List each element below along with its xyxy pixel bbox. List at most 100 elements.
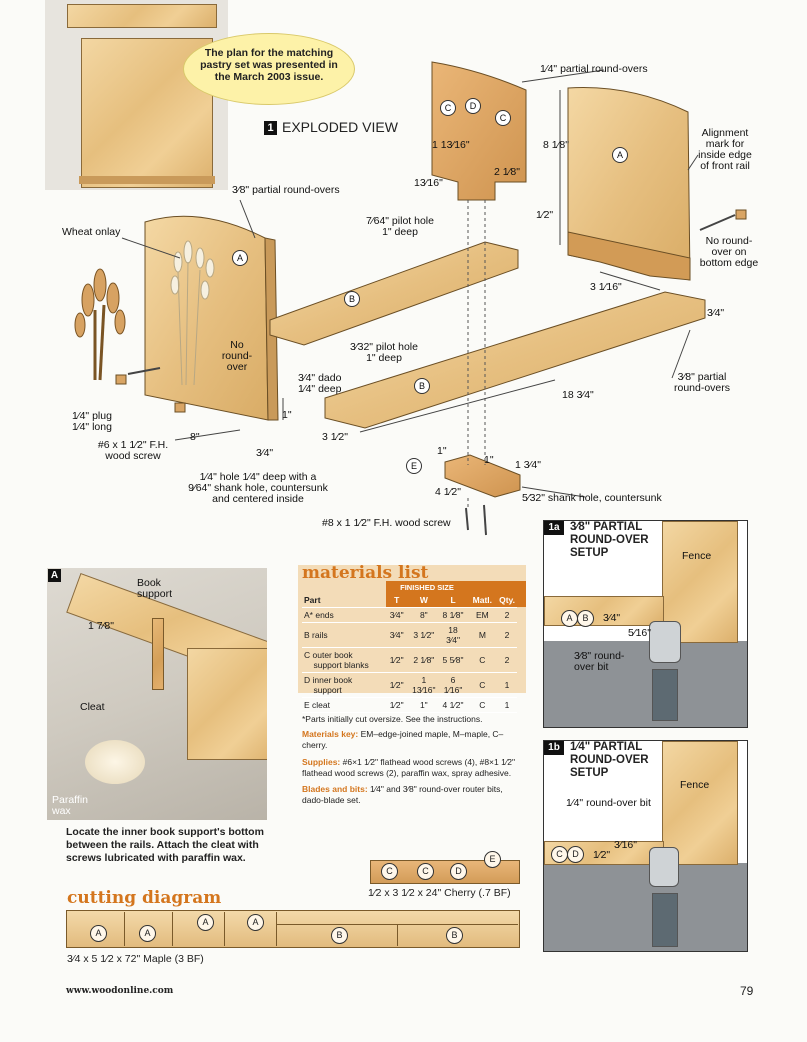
setup-1a-fence-label: Fence <box>682 550 712 562</box>
plug-1 <box>115 374 127 385</box>
screw-cleat-1 <box>465 507 469 531</box>
dim-8-1-8: 8 1⁄8" <box>543 139 569 151</box>
dim-3-1-2: 3 1⁄2" <box>322 431 348 443</box>
dim-3-4-rail: 3⁄4" <box>707 307 725 319</box>
col-matl: Matl. <box>467 593 498 608</box>
cutting-sep-1 <box>124 912 125 946</box>
screw-cleat-2 <box>483 504 487 536</box>
col-qty: Qty. <box>497 593 517 608</box>
label-partial-roundovers-top: 3⁄8" partial round-overs <box>232 184 340 196</box>
cutting-sep-3 <box>224 912 225 946</box>
setup-1a-collet <box>652 669 678 721</box>
setup-1b-title: 1⁄4" PARTIAL ROUND-OVER SETUP <box>570 741 649 779</box>
wheat-motif <box>170 240 215 386</box>
assembly-photo <box>47 568 267 820</box>
setup-1a-dim-3-4: 3⁄4" <box>603 612 621 624</box>
photo-paraffin-label: Paraffin wax <box>52 794 88 817</box>
setup-1b-bit <box>649 847 679 887</box>
part-a-right: A <box>612 147 628 163</box>
dim-8: 8" <box>190 431 200 443</box>
setup-1b-bit-label: 1⁄4" round-over bit <box>566 797 651 809</box>
label-pilot-hole-764: 7⁄64" pilot hole 1" deep <box>366 215 434 238</box>
part-c-1: C <box>440 100 456 116</box>
setup-1a-dim-5-16: 5⁄16" <box>628 627 651 639</box>
materials-supplies-label: Supplies: <box>302 757 341 767</box>
photo-end <box>187 648 267 760</box>
label-wheat-onlay: Wheat onlay <box>62 226 121 238</box>
setup-1a-bit-label: 3⁄8" round- over bit <box>574 650 625 673</box>
photo-book-support <box>152 618 164 690</box>
label-quarter-roundovers: 1⁄4" partial round-overs <box>540 63 648 75</box>
col-part: Part <box>302 593 385 608</box>
label-partial-roundovers-right: 3⁄8" partial round-overs <box>673 371 731 394</box>
label-screw-6: #6 x 1 1⁄2" F.H. wood screw <box>97 439 169 462</box>
materials-supplies-text: #6×1 1⁄2" flathead wood screws (4), #8×1… <box>302 757 515 778</box>
cherry-c-1: C <box>381 863 398 880</box>
pastry-note-bubble <box>183 33 355 105</box>
part-d: D <box>465 98 481 114</box>
label-screw-8: #8 x 1 1⁄2" F.H. wood screw <box>322 517 451 529</box>
footer-url[interactable]: www.woodonline.com <box>66 986 174 996</box>
cutting-sep-5 <box>397 924 398 946</box>
label-pilot-hole-332: 3⁄32" pilot hole 1" deep <box>350 341 418 364</box>
setup-1a-tag: 1a <box>544 521 564 535</box>
label-hole-note: 1⁄4" hole 1⁄4" deep with a 9⁄64" shank h… <box>188 471 328 505</box>
setup-1a-b: B <box>577 610 594 627</box>
dim-1-13-16: 1 13⁄16" <box>432 139 470 151</box>
dim-1-2: 1⁄2" <box>536 209 554 221</box>
cutting-title: cutting diagram <box>67 888 222 908</box>
left-end-a <box>144 215 269 421</box>
dim-1-3-4: 1 3⁄4" <box>515 459 541 471</box>
label-plug: 1⁄4" plug 1⁄4" long <box>72 410 112 433</box>
col-t: T <box>384 593 410 608</box>
materials-supplies: Supplies: #6×1 1⁄2" flathead wood screws… <box>302 757 522 779</box>
label-shank-hole: 5⁄32" shank hole, countersunk <box>522 492 662 504</box>
photo-paraffin-wax <box>85 740 145 784</box>
col-l: L <box>438 593 468 608</box>
setup-1b-d: D <box>567 846 584 863</box>
screw-left <box>127 367 161 375</box>
cutting-board <box>66 910 520 948</box>
materials-key: Materials key: EM–edge-joined maple, M–m… <box>302 729 522 751</box>
dim-1-end: 1" <box>282 409 292 421</box>
label-alignment-mark: Alignment mark for inside edge of front … <box>698 127 752 172</box>
exploded-title: EXPLODED VIEW <box>282 119 398 135</box>
cutting-sep-2 <box>172 912 173 946</box>
pastry-photo <box>45 0 228 190</box>
cherry-label: 1⁄2 x 3 1⁄2 x 24" Cherry (.7 BF) <box>368 887 511 899</box>
label-dado: 3⁄4" dado 1⁄4" deep <box>298 372 342 395</box>
photo-caption: Locate the inner book support's bottom b… <box>66 826 264 864</box>
rail-b-upper <box>269 241 519 346</box>
label-no-roundover-bottom: No round- over on bottom edge <box>699 235 759 269</box>
plug-2 <box>174 402 186 413</box>
wheat-onlay <box>74 268 126 381</box>
materials-blades-label: Blades and bits: <box>302 784 368 794</box>
setup-1b-fence-label: Fence <box>680 779 710 791</box>
materials-blades-text: 1⁄4" and 3⁄8" round-over router bits, da… <box>302 784 503 805</box>
setup-1b-c: C <box>551 846 568 863</box>
materials-footnote: *Parts initially cut oversize. See the i… <box>302 714 483 724</box>
photo-dim-1-7-8: 1 7⁄8" <box>88 620 114 632</box>
right-end-a <box>567 87 691 281</box>
inner-support-cd <box>431 61 527 201</box>
cherry-c-2: C <box>417 863 434 880</box>
cherry-e: E <box>484 851 501 868</box>
cutting-sep-4 <box>276 912 277 946</box>
setup-1a-bit <box>649 621 681 663</box>
cutting-rail-line <box>276 924 518 925</box>
part-b-lower: B <box>414 378 430 394</box>
dim-2-1-8: 2 1⁄8" <box>494 166 520 178</box>
photo-cleat-label: Cleat <box>80 701 105 713</box>
dim-18-3-4: 18 3⁄4" <box>562 389 594 401</box>
materials-key-label: Materials key: <box>302 729 359 739</box>
dim-1-cleat-a: 1" <box>437 445 447 457</box>
dim-13-16: 13⁄16" <box>414 177 443 189</box>
pastry-note: The plan for the matching pastry set was… <box>200 47 338 83</box>
materials-title: materials list <box>302 563 429 583</box>
materials-key-text: EM–edge-joined maple, M–maple, C–cherry. <box>302 729 504 750</box>
setup-1a-a: A <box>561 610 578 627</box>
photo-book-support-label: Book support <box>137 577 173 600</box>
